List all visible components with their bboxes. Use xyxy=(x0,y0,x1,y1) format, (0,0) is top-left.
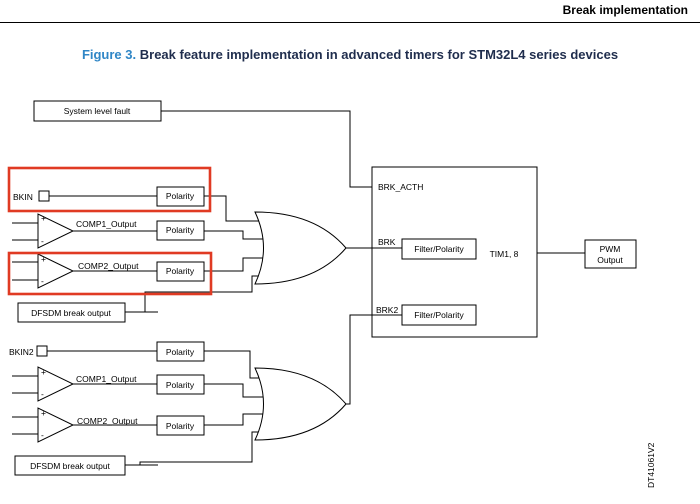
pwm-output-box xyxy=(584,239,637,269)
pwm-label-line1: PWM xyxy=(600,244,621,254)
figure-caption: Figure 3. Break feature implementation i… xyxy=(0,47,700,62)
dfsdm-b-to-or-wire xyxy=(125,431,260,466)
header-divider xyxy=(0,22,700,23)
comp2-comparator-b xyxy=(37,407,75,443)
bkin2-label: BKIN2 xyxy=(9,347,34,357)
comp1-to-or-wire xyxy=(204,230,264,240)
or-gate-brk xyxy=(254,211,347,285)
timers-label: TIM1, 8 xyxy=(490,249,519,259)
comp1b-to-or-wire xyxy=(204,383,264,398)
comp2b-plus: + xyxy=(41,408,46,418)
bkin-polarity-label: Polarity xyxy=(166,191,195,201)
comp2-comparator xyxy=(37,253,75,289)
comp1-minus: - xyxy=(41,236,44,246)
comp1-comparator-b xyxy=(37,366,75,402)
brk-label: BRK xyxy=(378,237,396,247)
bkin-label: BKIN xyxy=(13,192,33,202)
comp1b-plus: + xyxy=(41,367,46,377)
comp2b-output-label: COMP2_Output xyxy=(77,416,138,426)
document-id: DT41061V2 xyxy=(646,442,656,488)
comp2b-to-or-wire xyxy=(204,413,264,426)
or-gate-brk2 xyxy=(254,367,347,441)
comp1-polarity-label: Polarity xyxy=(166,225,195,235)
comp2-polarity-label: Polarity xyxy=(166,266,195,276)
comp1b-output-label: COMP1_Output xyxy=(76,374,137,384)
brk-filter-polarity-label: Filter/Polarity xyxy=(414,244,464,254)
fault-wire xyxy=(161,110,372,188)
bkin-highlight-frame xyxy=(7,166,212,213)
comp2-plus: + xyxy=(41,254,46,264)
comp2-highlight-frame xyxy=(7,251,213,296)
brk-acth-label: BRK_ACTH xyxy=(378,182,423,192)
comp2-to-or-wire xyxy=(204,257,264,272)
pwm-label-line2: Output xyxy=(597,255,623,265)
brk2-filter-polarity-label: Filter/Polarity xyxy=(414,310,464,320)
bkin-pin xyxy=(38,190,50,202)
system-level-fault-label: System level fault xyxy=(64,106,131,116)
figure-number: Figure 3. xyxy=(81,47,137,62)
brk2-label: BRK2 xyxy=(376,305,398,315)
comp1-output-label: COMP1_Output xyxy=(76,219,137,229)
bkin-to-or-wire xyxy=(204,195,260,222)
comp2b-polarity-label: Polarity xyxy=(166,421,195,431)
comp2-minus: - xyxy=(41,276,44,286)
comp1-comparator xyxy=(37,213,75,249)
brk-filter-polarity-box xyxy=(401,238,477,260)
figure-title: Break feature implementation in advanced… xyxy=(139,47,619,62)
section-header-title: Break implementation xyxy=(562,3,688,17)
comp1-plus: + xyxy=(41,213,46,223)
comp2b-minus: - xyxy=(41,430,44,440)
comp1b-minus: - xyxy=(41,389,44,399)
bkin2-to-or-wire xyxy=(204,350,260,379)
or2-to-brk2-wire xyxy=(346,314,402,405)
bkin2-pin xyxy=(36,345,48,357)
dfsdm-to-or-wire xyxy=(125,275,260,313)
comp2-output-label: COMP2_Output xyxy=(78,261,139,271)
bkin2-polarity-label: Polarity xyxy=(166,347,195,357)
dfsdm-break-label-b: DFSDM break output xyxy=(30,461,110,471)
comp1b-polarity-label: Polarity xyxy=(166,380,195,390)
dfsdm-break-label: DFSDM break output xyxy=(31,308,111,318)
